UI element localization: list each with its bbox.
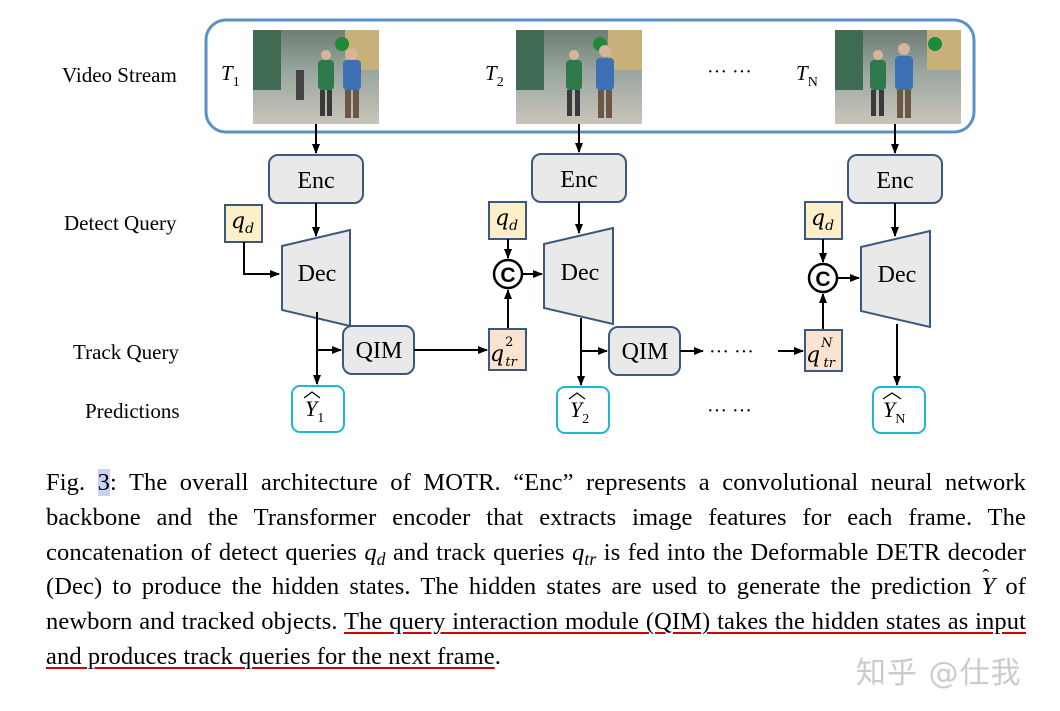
svg-text:qd: qd bbox=[495, 206, 518, 234]
caption-fig-number[interactable]: 3 bbox=[97, 469, 111, 496]
enc-box-2: Enc bbox=[531, 153, 627, 203]
track-ellipsis: ··· ··· bbox=[709, 341, 754, 363]
detect-query-box-1: qd bbox=[224, 204, 263, 243]
qim-box-2: QIM bbox=[608, 326, 681, 376]
caption-text-2: and track queries bbox=[385, 538, 573, 566]
svg-text:Y1: Y1 bbox=[305, 396, 324, 426]
caption-fig-prefix: Fig. bbox=[46, 469, 98, 496]
dec-block-2: Dec bbox=[543, 226, 614, 326]
frame-image-1 bbox=[253, 30, 379, 124]
svg-text:YN: YN bbox=[883, 397, 905, 427]
dec-block-1: Dec bbox=[281, 228, 351, 328]
frame-image-n bbox=[835, 30, 961, 124]
svg-text:Dec: Dec bbox=[878, 262, 917, 288]
prediction-ellipsis: ··· ··· bbox=[707, 400, 752, 422]
video-stream-frame bbox=[204, 18, 976, 134]
svg-text:Dec: Dec bbox=[561, 260, 600, 286]
track-query-label: Track Query bbox=[73, 340, 179, 364]
svg-text:C: C bbox=[500, 264, 515, 287]
svg-text:Enc: Enc bbox=[876, 168, 913, 194]
svg-text:C: C bbox=[815, 268, 830, 291]
video-stream-label: Video Stream bbox=[62, 63, 177, 87]
qim-box-1: QIM bbox=[342, 325, 415, 375]
svg-text:Y2: Y2 bbox=[570, 397, 589, 427]
caption-qtr: qtr bbox=[572, 538, 597, 569]
prediction-box-2: Y2 bbox=[556, 386, 610, 434]
svg-text:QIM: QIM bbox=[356, 338, 403, 364]
caption-qd: qd bbox=[364, 538, 386, 569]
frame-image-2 bbox=[516, 30, 642, 124]
detect-query-box-2: qd bbox=[488, 201, 527, 240]
caption-end: . bbox=[494, 642, 501, 670]
concat-node-2: C bbox=[492, 258, 524, 290]
frame-label-tn: TN bbox=[796, 61, 818, 90]
watermark: 知乎 @仕我 bbox=[856, 656, 1022, 691]
caption-text-4: of newborn and tracked objects. bbox=[46, 573, 1026, 636]
detect-query-box-n: qd bbox=[804, 201, 843, 240]
enc-box-n: Enc bbox=[847, 154, 943, 204]
frame-label-t2: T2 bbox=[485, 61, 504, 90]
dec-block-n: Dec bbox=[860, 229, 931, 329]
svg-text:Enc: Enc bbox=[297, 168, 334, 194]
figure-caption: Fig. 3: The overall architecture of MOTR… bbox=[46, 466, 1026, 675]
svg-text:qd: qd bbox=[811, 206, 834, 234]
motr-architecture-diagram: Video Stream Detect Query Track Query Pr… bbox=[62, 18, 976, 434]
detect-query-label: Detect Query bbox=[64, 211, 177, 235]
frame-ellipsis: ··· ··· bbox=[707, 61, 752, 83]
prediction-box-n: YN bbox=[872, 386, 926, 434]
caption-underlined-sentence: The query interaction module (QIM) takes… bbox=[46, 608, 1026, 670]
concat-node-n: C bbox=[807, 262, 839, 294]
frame-label-t1: T1 bbox=[221, 61, 240, 90]
prediction-box-1: Y1 bbox=[291, 385, 345, 433]
svg-text:Enc: Enc bbox=[560, 167, 597, 193]
svg-text:qd: qd bbox=[231, 209, 254, 237]
svg-text:QIM: QIM bbox=[622, 339, 669, 365]
svg-text:Dec: Dec bbox=[298, 261, 337, 287]
caption-text-1: : The overall architecture of MOTR. “Enc… bbox=[46, 469, 1026, 566]
caption-text-3: is fed into the Deformable DETR decoder … bbox=[46, 538, 1026, 601]
predictions-label: Predictions bbox=[85, 399, 180, 423]
enc-box-1: Enc bbox=[268, 154, 364, 204]
